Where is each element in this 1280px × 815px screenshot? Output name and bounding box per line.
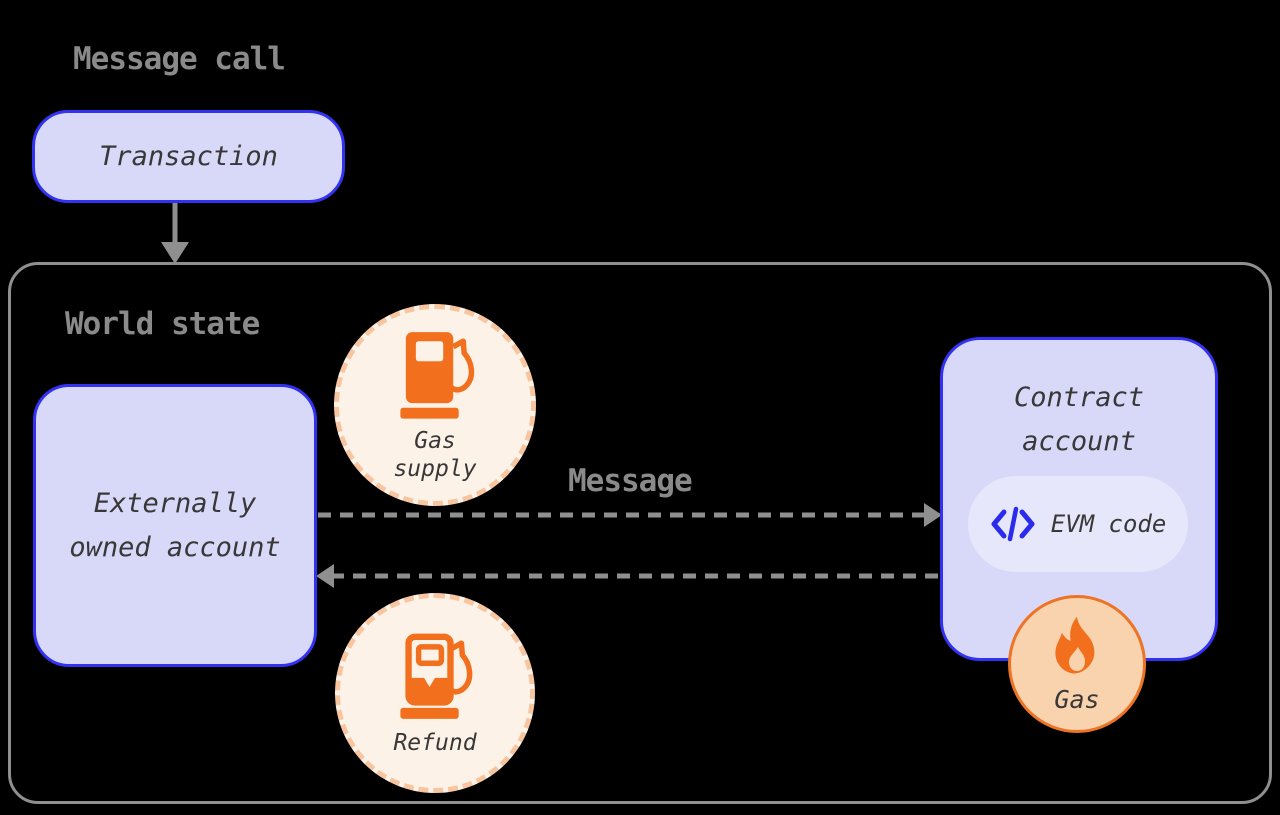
message-arrow-label: Message	[568, 463, 693, 499]
world-state-container	[8, 262, 1272, 804]
diagram-title: Message call	[73, 41, 286, 77]
refund-label: Refund	[393, 730, 477, 756]
gas-pump-refund-icon	[400, 633, 473, 719]
transaction-down-arrow	[161, 203, 189, 264]
eoa-label-line1: Externally	[93, 487, 257, 519]
externally-owned-account-node: Externally owned account	[33, 384, 317, 667]
gas-supply-badge: Gas supply	[334, 304, 536, 506]
code-icon	[991, 506, 1035, 542]
transaction-label: Transaction	[99, 141, 278, 172]
world-state-label: World state	[65, 306, 260, 342]
evm-code-pill: EVM code	[968, 476, 1188, 572]
gas-supply-label-line1: Gas	[414, 428, 456, 454]
flame-icon	[1055, 616, 1095, 673]
contract-label-line2: account	[1022, 426, 1136, 457]
gas-label: Gas	[1054, 684, 1100, 714]
gas-badge: Gas	[1008, 595, 1146, 733]
eoa-label-line2: owned account	[69, 531, 281, 563]
contract-label-line1: Contract	[1013, 382, 1145, 413]
evm-code-label: EVM code	[1050, 510, 1167, 538]
transaction-node: Transaction	[32, 110, 345, 203]
gas-supply-label-line2: supply	[393, 456, 477, 482]
gas-pump-icon	[400, 332, 475, 419]
refund-badge: Refund	[335, 593, 535, 793]
